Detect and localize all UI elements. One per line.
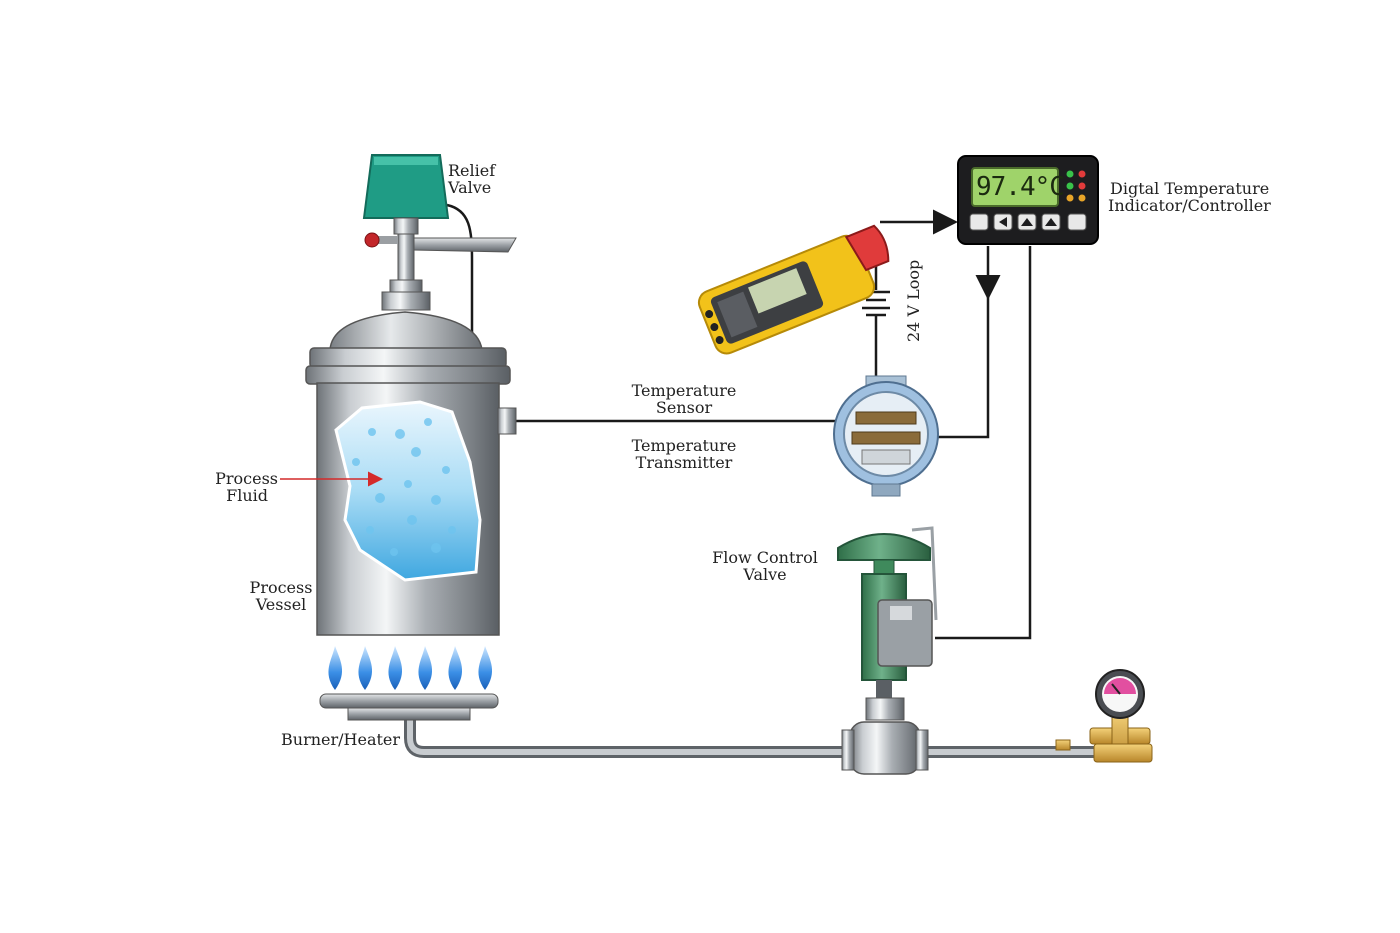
process-vessel-label-line2: Vessel — [255, 595, 307, 614]
flow-control-valve — [837, 526, 938, 775]
process-fluid-label: Process Fluid — [204, 470, 278, 504]
controller-display-readout: 97.4°C — [976, 172, 1065, 202]
relief-valve-label-line2: Valve — [448, 178, 492, 197]
battery-symbol — [862, 290, 890, 317]
relief-valve — [362, 154, 517, 311]
controller-to-valve-wire — [935, 246, 1032, 640]
flow-control-valve-label-line1: Flow Control — [712, 548, 818, 567]
controller-label: Digtal Temperature Indicator/Controller — [1108, 180, 1271, 214]
process-vessel-label-line1: Process — [249, 578, 313, 597]
relief-valve-label-line1: Relief — [448, 161, 496, 180]
controller-label-line1: Digtal Temperature — [1110, 179, 1270, 198]
process-vessel — [305, 311, 517, 636]
temperature-sensor-label-line1: Temperature — [631, 381, 737, 400]
relief-valve-wire — [446, 203, 474, 350]
transmitter-return-wire — [930, 295, 990, 439]
burner-flames — [328, 646, 493, 690]
flow-control-valve-label-line2: Valve — [743, 565, 787, 584]
temperature-transmitter-label-line1: Temperature — [631, 436, 737, 455]
process-vessel-label: Process Vessel — [236, 579, 326, 613]
temperature-controller — [957, 155, 1099, 245]
fuel-pipe — [404, 715, 1095, 758]
burner-heater — [319, 646, 499, 721]
fluid-bubbles — [352, 418, 456, 556]
process-fluid-label-line2: Fluid — [226, 486, 268, 505]
temperature-transmitter — [833, 375, 939, 497]
burner-heater-label: Burner/Heater — [281, 730, 401, 749]
wiring — [446, 203, 1032, 640]
temperature-sensor-label-line2: Sensor — [655, 398, 713, 417]
pressure-gauge — [1055, 669, 1153, 763]
clamp-meter — [697, 224, 890, 355]
process-fluid-cutaway — [334, 400, 482, 582]
process-fluid-label-line1: Process — [215, 469, 278, 488]
temperature-transmitter-label-line2: Transmitter — [635, 453, 733, 472]
temperature-transmitter-label: Temperature Transmitter — [620, 437, 748, 471]
relief-valve-label: Relief Valve — [448, 162, 495, 196]
flow-control-valve-label: Flow Control Valve — [705, 549, 825, 583]
loop-label: 24 V Loop — [904, 259, 923, 342]
temperature-sensor-label: Temperature Sensor — [620, 382, 748, 416]
controller-label-line2: Indicator/Controller — [1108, 196, 1271, 215]
